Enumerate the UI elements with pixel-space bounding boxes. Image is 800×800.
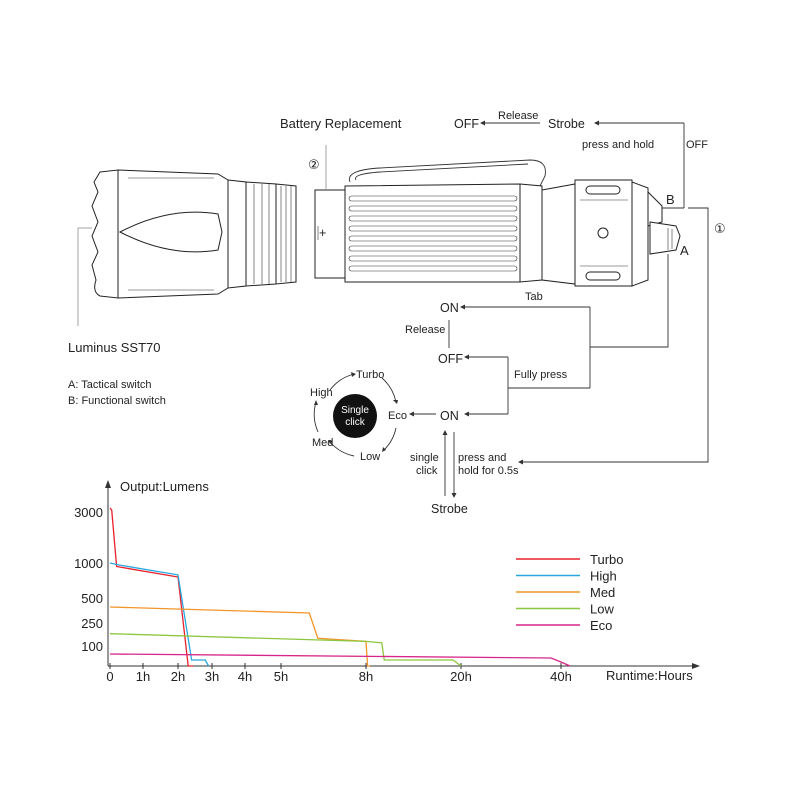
series-line-high: [109, 562, 210, 667]
series-line-med: [109, 606, 370, 667]
flashlight-head: [91, 169, 297, 299]
strobe-off-right-label: OFF: [686, 139, 708, 151]
switch-a-label: A: [680, 243, 689, 258]
mode-eco: Eco: [388, 410, 407, 422]
flow-single-label-1: single: [410, 452, 439, 464]
x-tick-label: 40h: [550, 669, 572, 684]
runtime-chart: Output:Lumens Runtime:Hours 3000 1000 500 2…: [74, 479, 700, 684]
x-tick-label: 5h: [274, 669, 288, 684]
y-tick-label: 1000: [74, 556, 103, 571]
body-rib: [348, 195, 518, 202]
y-tick-label: 500: [81, 591, 103, 606]
legend-label-med: Med: [590, 585, 615, 600]
x-tick-label: 1h: [136, 669, 150, 684]
mode-cycle: Single click Turbo Eco Low Med High: [310, 369, 407, 463]
body-rib: [348, 245, 518, 252]
step-two-label: ②: [308, 157, 320, 172]
body-rib: [348, 265, 518, 272]
chart-ylabel: Output:Lumens: [120, 479, 209, 494]
single-click-text-2: click: [345, 417, 365, 428]
x-tick-label: 20h: [450, 669, 472, 684]
strobe-press-hold-label: press and hold: [582, 139, 654, 151]
battery-replacement-label: Battery Replacement: [280, 116, 402, 131]
flow-strobe: Strobe: [431, 502, 468, 516]
flow-on-bottom: ON: [440, 409, 459, 423]
luminus-label: Luminus SST70: [68, 340, 161, 355]
single-click-button: [333, 394, 377, 438]
legend-label-high: High: [590, 569, 617, 584]
series-line-low: [109, 633, 462, 667]
series-line-turbo: [109, 507, 194, 667]
battery-plus-label: +: [319, 226, 326, 240]
x-tick-label: 4h: [238, 669, 252, 684]
x-tick-label: 3h: [205, 669, 219, 684]
battery: +: [314, 189, 346, 279]
single-click-text-1: Single: [341, 405, 369, 416]
functional-legend: B: Functional switch: [68, 395, 166, 407]
series-line-eco: [109, 653, 571, 667]
y-tick-label: 100: [81, 639, 103, 654]
strobe-flow: OFF Release Strobe press and hold OFF: [454, 110, 708, 209]
step-one-label: ①: [714, 221, 726, 236]
flashlight-body: [344, 159, 681, 287]
chart-xlabel: Runtime:Hours: [606, 668, 693, 683]
strobe-mode-label: Strobe: [548, 117, 585, 131]
mode-low: Low: [360, 451, 380, 463]
mode-high: High: [310, 387, 333, 399]
y-tick-label: 250: [81, 616, 103, 631]
strobe-off-label: OFF: [454, 117, 479, 131]
mode-turbo: Turbo: [356, 369, 384, 381]
x-tick-label: 2h: [171, 669, 185, 684]
x-tick-label: 0: [106, 669, 113, 684]
tactical-legend: A: Tactical switch: [68, 379, 152, 391]
flow-press-hold-2: hold for 0.5s: [458, 465, 519, 477]
body-rib: [348, 235, 518, 242]
x-tick-label: 8h: [359, 669, 373, 684]
body-rib: [348, 225, 518, 232]
y-tick-label: 3000: [74, 505, 103, 520]
flow-on-top: ON: [440, 301, 459, 315]
flow-off: OFF: [438, 352, 463, 366]
flow-tab-label: Tab: [525, 291, 543, 303]
strobe-release-label: Release: [498, 110, 538, 122]
legend-label-turbo: Turbo: [590, 552, 623, 567]
mode-med: Med: [312, 437, 333, 449]
body-rib: [348, 255, 518, 262]
body-rib: [348, 205, 518, 212]
body-rib: [348, 215, 518, 222]
flow-press-hold-1: press and: [458, 452, 506, 464]
tactical-flow: ON Tab Release OFF Fully press ON single…: [405, 207, 709, 516]
flow-release-label: Release: [405, 324, 445, 336]
legend-label-low: Low: [590, 602, 614, 617]
flow-fully-press-label: Fully press: [514, 369, 568, 381]
legend-label-eco: Eco: [590, 618, 612, 633]
switch-b-label: B: [666, 192, 675, 207]
flow-single-label-2: click: [416, 465, 438, 477]
